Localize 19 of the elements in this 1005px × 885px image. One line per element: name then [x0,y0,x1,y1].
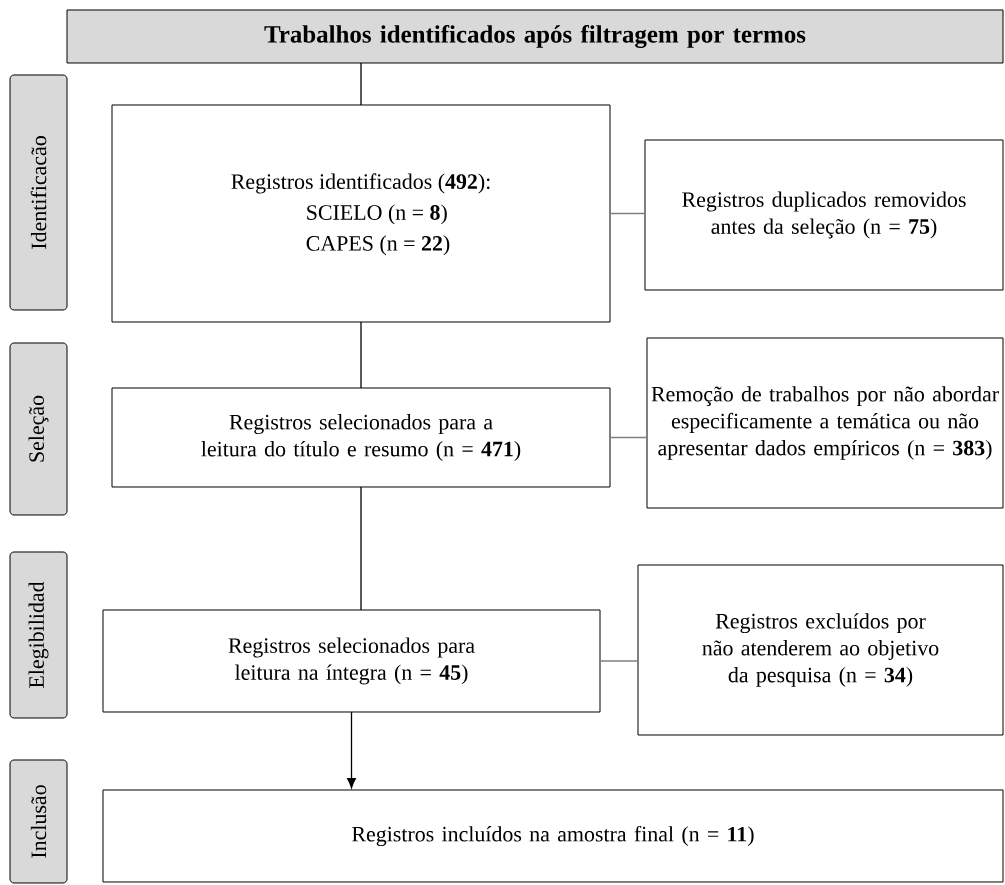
arrow [347,711,356,789]
process-box: Registros excluídos por não atenderem ao objetivo da pesquisa (n = 34) [637,564,1004,736]
stage-label: Identificacão [9,74,68,311]
connector-line [599,660,639,662]
stage-label: Inclusão [9,759,68,884]
connector-line [360,62,362,106]
process-box: Registros identificados (492): SCIELO (n = 8) CAPES (n = 22) [111,104,611,323]
process-box: Registros duplicados removidos antes da seleção (n = 75) [644,139,1004,291]
connector-line [609,212,646,215]
process-box: Remoção de trabalhos por não abordar especificamente a temática ou não apresentar dados empíricos (n = 383) [646,337,1004,509]
connector-line [360,321,362,389]
stage-label: Seleção [9,342,68,516]
connector-line [609,436,648,439]
stage-label: Elegibilidad [9,551,68,719]
header-box: Trabalhos identificados após filtragem por termos [66,9,1004,64]
process-box: Registros incluídos na amostra final (n = 11) [102,789,1004,883]
process-box: Registros selecionados para leitura na íntegra (n = 45) [102,609,601,713]
connector-line [360,486,362,611]
process-box: Registros selecionados para a leitura do título e resumo (n = 471) [111,387,611,488]
